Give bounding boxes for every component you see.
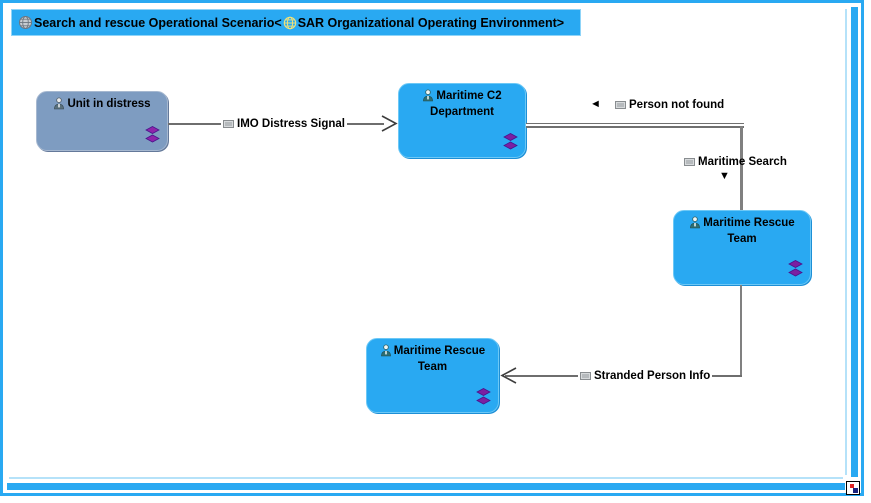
environment-globe-icon xyxy=(283,16,296,29)
outline-blue-dot xyxy=(853,488,858,493)
horizontal-scrollbar-track[interactable] xyxy=(9,477,843,479)
entity-maritime-rescue-team-1[interactable]: Maritime Rescue Team xyxy=(673,210,811,285)
diagram-environment-text: SAR Organizational Operating Environment… xyxy=(297,15,565,30)
entity-maritime-rescue-team-2[interactable]: Maritime Rescue Team xyxy=(366,338,499,413)
person-icon xyxy=(53,97,65,113)
entity-label: Maritime Rescue Team xyxy=(393,345,486,373)
edge-label-text: Person not found xyxy=(629,98,725,111)
diagram-title-text: Search and rescue Operational Scenario< xyxy=(34,15,282,30)
edge-line[interactable] xyxy=(740,126,743,210)
arrowhead-left-icon xyxy=(500,367,518,389)
vertical-scrollbar-track[interactable] xyxy=(845,9,847,475)
vertical-scrollbar-thumb[interactable] xyxy=(851,7,858,477)
edge-label-text: Maritime Search xyxy=(698,155,787,168)
edge-label-person-not-found[interactable]: Person not found xyxy=(613,97,726,112)
exchange-item-icon xyxy=(615,100,626,109)
direction-left-icon: ◄ xyxy=(590,98,601,110)
scenario-globe-icon xyxy=(19,16,32,29)
edge-line[interactable] xyxy=(526,123,744,128)
edge-label-text: Stranded Person Info xyxy=(594,369,711,382)
diagram-title-bar[interactable]: Search and rescue Operational Scenario< … xyxy=(11,9,581,36)
outline-red-dot xyxy=(850,484,854,488)
edge-label-imo-distress-signal[interactable]: IMO Distress Signal xyxy=(221,116,348,131)
entity-unit-in-distress[interactable]: Unit in distress xyxy=(36,91,168,151)
diagram-frame: Search and rescue Operational Scenario< … xyxy=(0,0,864,496)
exchange-item-icon xyxy=(580,371,591,380)
entity-marker-icon xyxy=(476,388,491,408)
entity-label: Maritime Rescue Team xyxy=(703,217,795,245)
person-icon xyxy=(422,89,434,105)
arrowhead-right-icon xyxy=(380,115,398,137)
edge-line[interactable] xyxy=(740,285,742,376)
entity-label: Maritime C2 Department xyxy=(430,90,502,118)
person-icon xyxy=(689,216,701,232)
edge-label-text: IMO Distress Signal xyxy=(237,117,346,130)
person-icon xyxy=(380,344,392,360)
horizontal-scrollbar-thumb[interactable] xyxy=(7,483,845,490)
entity-maritime-c2-department[interactable]: Maritime C2 Department xyxy=(398,83,526,158)
exchange-item-icon xyxy=(684,157,695,166)
edge-label-stranded-person-info[interactable]: Stranded Person Info xyxy=(578,368,713,383)
entity-label: Unit in distress xyxy=(67,98,151,110)
diagram-outline-button[interactable] xyxy=(846,481,860,495)
entity-marker-icon xyxy=(145,126,160,146)
direction-down-icon: ▼ xyxy=(719,170,730,182)
edge-label-maritime-search[interactable]: Maritime Search xyxy=(682,154,789,169)
entity-marker-icon xyxy=(503,133,518,153)
exchange-item-icon xyxy=(223,119,234,128)
entity-marker-icon xyxy=(788,260,803,280)
